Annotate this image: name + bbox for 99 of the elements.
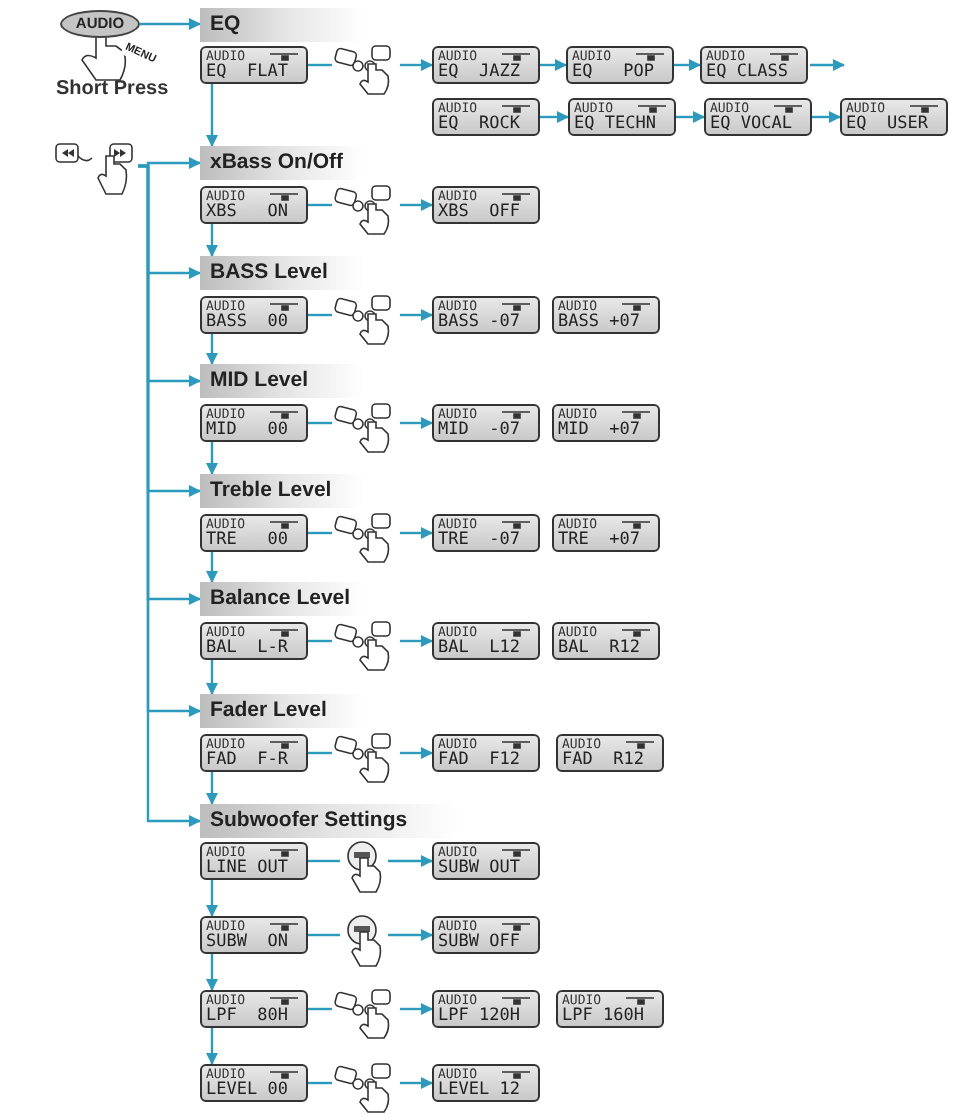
lcd-display (432, 404, 540, 442)
display-text: BASS 00 (206, 313, 288, 330)
arrow (812, 111, 841, 123)
display-text: EQ FLAT (206, 63, 288, 80)
lcd-display (432, 98, 540, 136)
lcd-display (200, 734, 308, 772)
lcd-display (432, 186, 540, 224)
display-text: TRE +07 (558, 531, 640, 548)
arrow (206, 334, 218, 365)
lcd-display (432, 46, 540, 84)
lcd-display (556, 990, 664, 1028)
arrow (540, 111, 569, 123)
display-text: EQ TECHN (574, 115, 656, 132)
arrow (400, 417, 433, 429)
arrow (206, 1028, 218, 1065)
arrow (400, 1003, 433, 1015)
lcd-display (432, 916, 540, 954)
lcd-display (432, 514, 540, 552)
lcd-display (200, 916, 308, 954)
lcd-display (552, 514, 660, 552)
arrow (140, 18, 201, 30)
node-label: Short Press (56, 76, 169, 104)
arrow (206, 84, 218, 147)
arrow (206, 552, 218, 583)
display-text: EQ CLASS (706, 63, 788, 80)
arrow (810, 59, 845, 71)
arrow (540, 59, 567, 71)
arrow (400, 747, 433, 759)
display-text: EQ JAZZ (438, 63, 520, 80)
lcd-display (840, 98, 948, 136)
display-text: BASS +07 (558, 313, 640, 330)
arrow (206, 660, 218, 695)
lcd-display (432, 734, 540, 772)
arrow (138, 164, 201, 827)
arrow (674, 59, 701, 71)
display-text: LEVEL 00 (206, 1081, 288, 1098)
display-text: BAL L-R (206, 639, 288, 656)
display-text: LPF 160H (562, 1007, 644, 1024)
display-text: EQ VOCAL (710, 115, 792, 132)
arrow (400, 309, 433, 321)
display-text: EQ ROCK (438, 115, 520, 132)
lcd-display (200, 842, 308, 880)
lcd-display (552, 404, 660, 442)
lcd-display (432, 622, 540, 660)
display-text: LPF 80H (206, 1007, 288, 1024)
arrow (388, 855, 433, 867)
arrow (400, 635, 433, 647)
lcd-display (552, 622, 660, 660)
skip-buttons-hand-icon (54, 140, 138, 196)
display-text: MID -07 (438, 421, 520, 438)
display-text: SUBW ON (206, 933, 288, 950)
arrow (400, 59, 433, 71)
lcd-display (700, 46, 808, 84)
arrow (400, 1077, 433, 1089)
arrow (206, 880, 218, 917)
arrow (400, 527, 433, 539)
display-text: TRE 00 (206, 531, 288, 548)
display-text: FAD F12 (438, 751, 520, 768)
display-text: MID +07 (558, 421, 640, 438)
lcd-display (704, 98, 812, 136)
lcd-display (200, 514, 308, 552)
lcd-display (200, 404, 308, 442)
display-text: FAD R12 (562, 751, 644, 768)
arrow (206, 442, 218, 475)
lcd-display (568, 98, 676, 136)
display-text: LINE OUT (206, 859, 288, 876)
arrow (206, 772, 218, 805)
display-text: LPF 120H (438, 1007, 520, 1024)
display-text: BAL L12 (438, 639, 520, 656)
display-text: FAD F-R (206, 751, 288, 768)
lcd-display (552, 296, 660, 334)
display-text: EQ POP (572, 63, 654, 80)
lcd-display (200, 1064, 308, 1102)
display-text: TRE -07 (438, 531, 520, 548)
arrow (388, 929, 433, 941)
display-text: XBS OFF (438, 203, 520, 220)
lcd-display (200, 46, 308, 84)
lcd-display (200, 296, 308, 334)
arrow (206, 224, 218, 257)
lcd-display (432, 842, 540, 880)
display-text: BASS -07 (438, 313, 520, 330)
lcd-display (200, 990, 308, 1028)
lcd-display (200, 622, 308, 660)
arrow (676, 111, 705, 123)
arrow (400, 199, 433, 211)
display-text: BAL R12 (558, 639, 640, 656)
lcd-display (556, 734, 664, 772)
display-text: SUBW OUT (438, 859, 520, 876)
lcd-display (200, 186, 308, 224)
display-text: EQ USER (846, 115, 928, 132)
display-text: XBS ON (206, 203, 288, 220)
display-text: LEVEL 12 (438, 1081, 520, 1098)
lcd-display (432, 990, 540, 1028)
display-text: MID 00 (206, 421, 288, 438)
lcd-display (432, 296, 540, 334)
arrow (206, 954, 218, 991)
display-text: SUBW OFF (438, 933, 520, 950)
lcd-display (566, 46, 674, 84)
lcd-display (432, 1064, 540, 1102)
